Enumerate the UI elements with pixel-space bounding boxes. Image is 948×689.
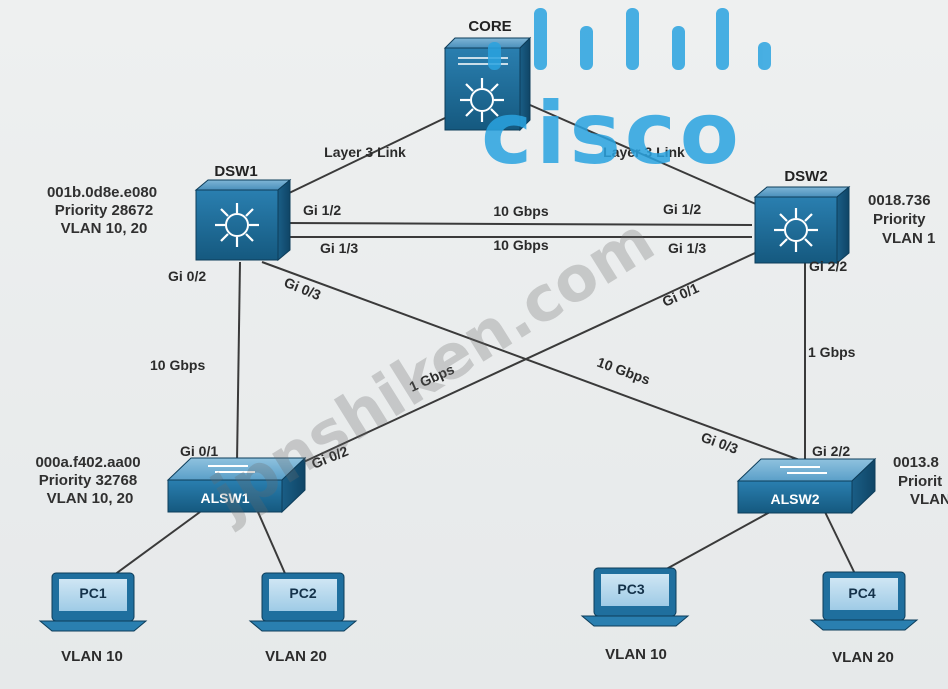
alsw1-vlans: VLAN 10, 20 (47, 490, 134, 507)
core-label: CORE (468, 18, 511, 35)
cisco-logo-bars-icon (488, 8, 771, 70)
label-dsw2-gi12: Gi 1/2 (663, 201, 701, 217)
pc3-vlan: VLAN 10 (605, 646, 667, 663)
pc2-vlan: VLAN 20 (265, 648, 327, 665)
pc4-icon[interactable] (809, 571, 919, 631)
dsw2-priority: Priority (873, 211, 926, 228)
label-dsw1-gi03: Gi 0/3 (282, 274, 324, 303)
dsw1-vlans: VLAN 10, 20 (61, 220, 148, 237)
link-alsw1-pc1 (109, 511, 201, 579)
link-core-dsw2 (529, 104, 759, 206)
alsw1-label: ALSW1 (201, 490, 250, 506)
dsw2-switch-icon[interactable] (753, 185, 851, 265)
alsw2-label: ALSW2 (771, 491, 820, 507)
dsw2-vlans: VLAN 1 (882, 230, 935, 247)
link-alsw1-pc2 (257, 511, 288, 579)
alsw2-mac: 0013.8 (893, 454, 939, 471)
pc2-icon[interactable] (248, 572, 358, 632)
link-dsw1-dsw2-gi12 (284, 222, 753, 226)
cisco-logo: cisco (481, 8, 771, 184)
label-alsw2-gi03: Gi 0/3 (699, 429, 741, 457)
link-alsw2-pc4 (824, 511, 858, 579)
pc3-icon[interactable] (580, 567, 690, 627)
label-dsw1-gi13: Gi 1/3 (320, 240, 358, 256)
pc1-label: PC1 (79, 585, 106, 601)
pc2-label: PC2 (289, 585, 316, 601)
dsw1-mac: 001b.0d8e.e080 (47, 184, 157, 201)
label-speed-left: 10 Gbps (150, 357, 205, 373)
dsw1-switch-icon[interactable] (194, 178, 292, 262)
pc1-icon[interactable] (38, 572, 148, 632)
alsw1-priority: Priority 32768 (39, 472, 137, 489)
alsw2-priority: Priorit (898, 473, 942, 490)
alsw1-switch-icon[interactable] (166, 456, 307, 514)
alsw2-switch-icon[interactable] (736, 457, 877, 515)
dsw2-mac: 0018.736 (868, 192, 931, 209)
alsw1-mac: 000a.f402.aa00 (35, 454, 140, 471)
label-core-dsw1: Layer 3 Link (324, 144, 406, 160)
label-dsw2-gi13: Gi 1/3 (668, 240, 706, 256)
label-speed-top1: 10 Gbps (493, 203, 548, 219)
label-dsw2-gi01: Gi 0/1 (660, 280, 702, 310)
link-alsw2-pc3 (649, 511, 771, 579)
label-alsw1-gi01: Gi 0/1 (180, 443, 218, 459)
pc3-label: PC3 (617, 581, 644, 597)
label-core-dsw2: Layer 3 Link (603, 144, 685, 160)
dsw1-priority: Priority 28672 (55, 202, 153, 219)
label-speed-top2: 10 Gbps (493, 237, 548, 253)
alsw2-vlans: VLAN (910, 491, 948, 508)
link-dsw1-alsw2 (261, 261, 806, 463)
link-core-dsw1 (284, 117, 446, 196)
dsw2-label: DSW2 (784, 168, 827, 185)
label-speed-right: 1 Gbps (808, 344, 856, 360)
pc4-vlan: VLAN 20 (832, 649, 894, 666)
link-dsw2-alsw1 (281, 246, 769, 473)
dsw1-label: DSW1 (214, 163, 257, 180)
cisco-logo-text: cisco (481, 84, 743, 184)
pc1-vlan: VLAN 10 (61, 648, 123, 665)
label-dsw1-gi12: Gi 1/2 (303, 202, 341, 218)
pc4-label: PC4 (848, 585, 875, 601)
label-dsw1-gi02: Gi 0/2 (168, 268, 206, 284)
label-alsw2-gi22: Gi 2/2 (812, 443, 850, 459)
links (109, 104, 858, 579)
label-speed-cross2: 10 Gbps (595, 354, 653, 388)
link-dsw1-alsw1 (236, 261, 241, 463)
label-dsw2-gi22: Gi 2/2 (809, 258, 847, 274)
